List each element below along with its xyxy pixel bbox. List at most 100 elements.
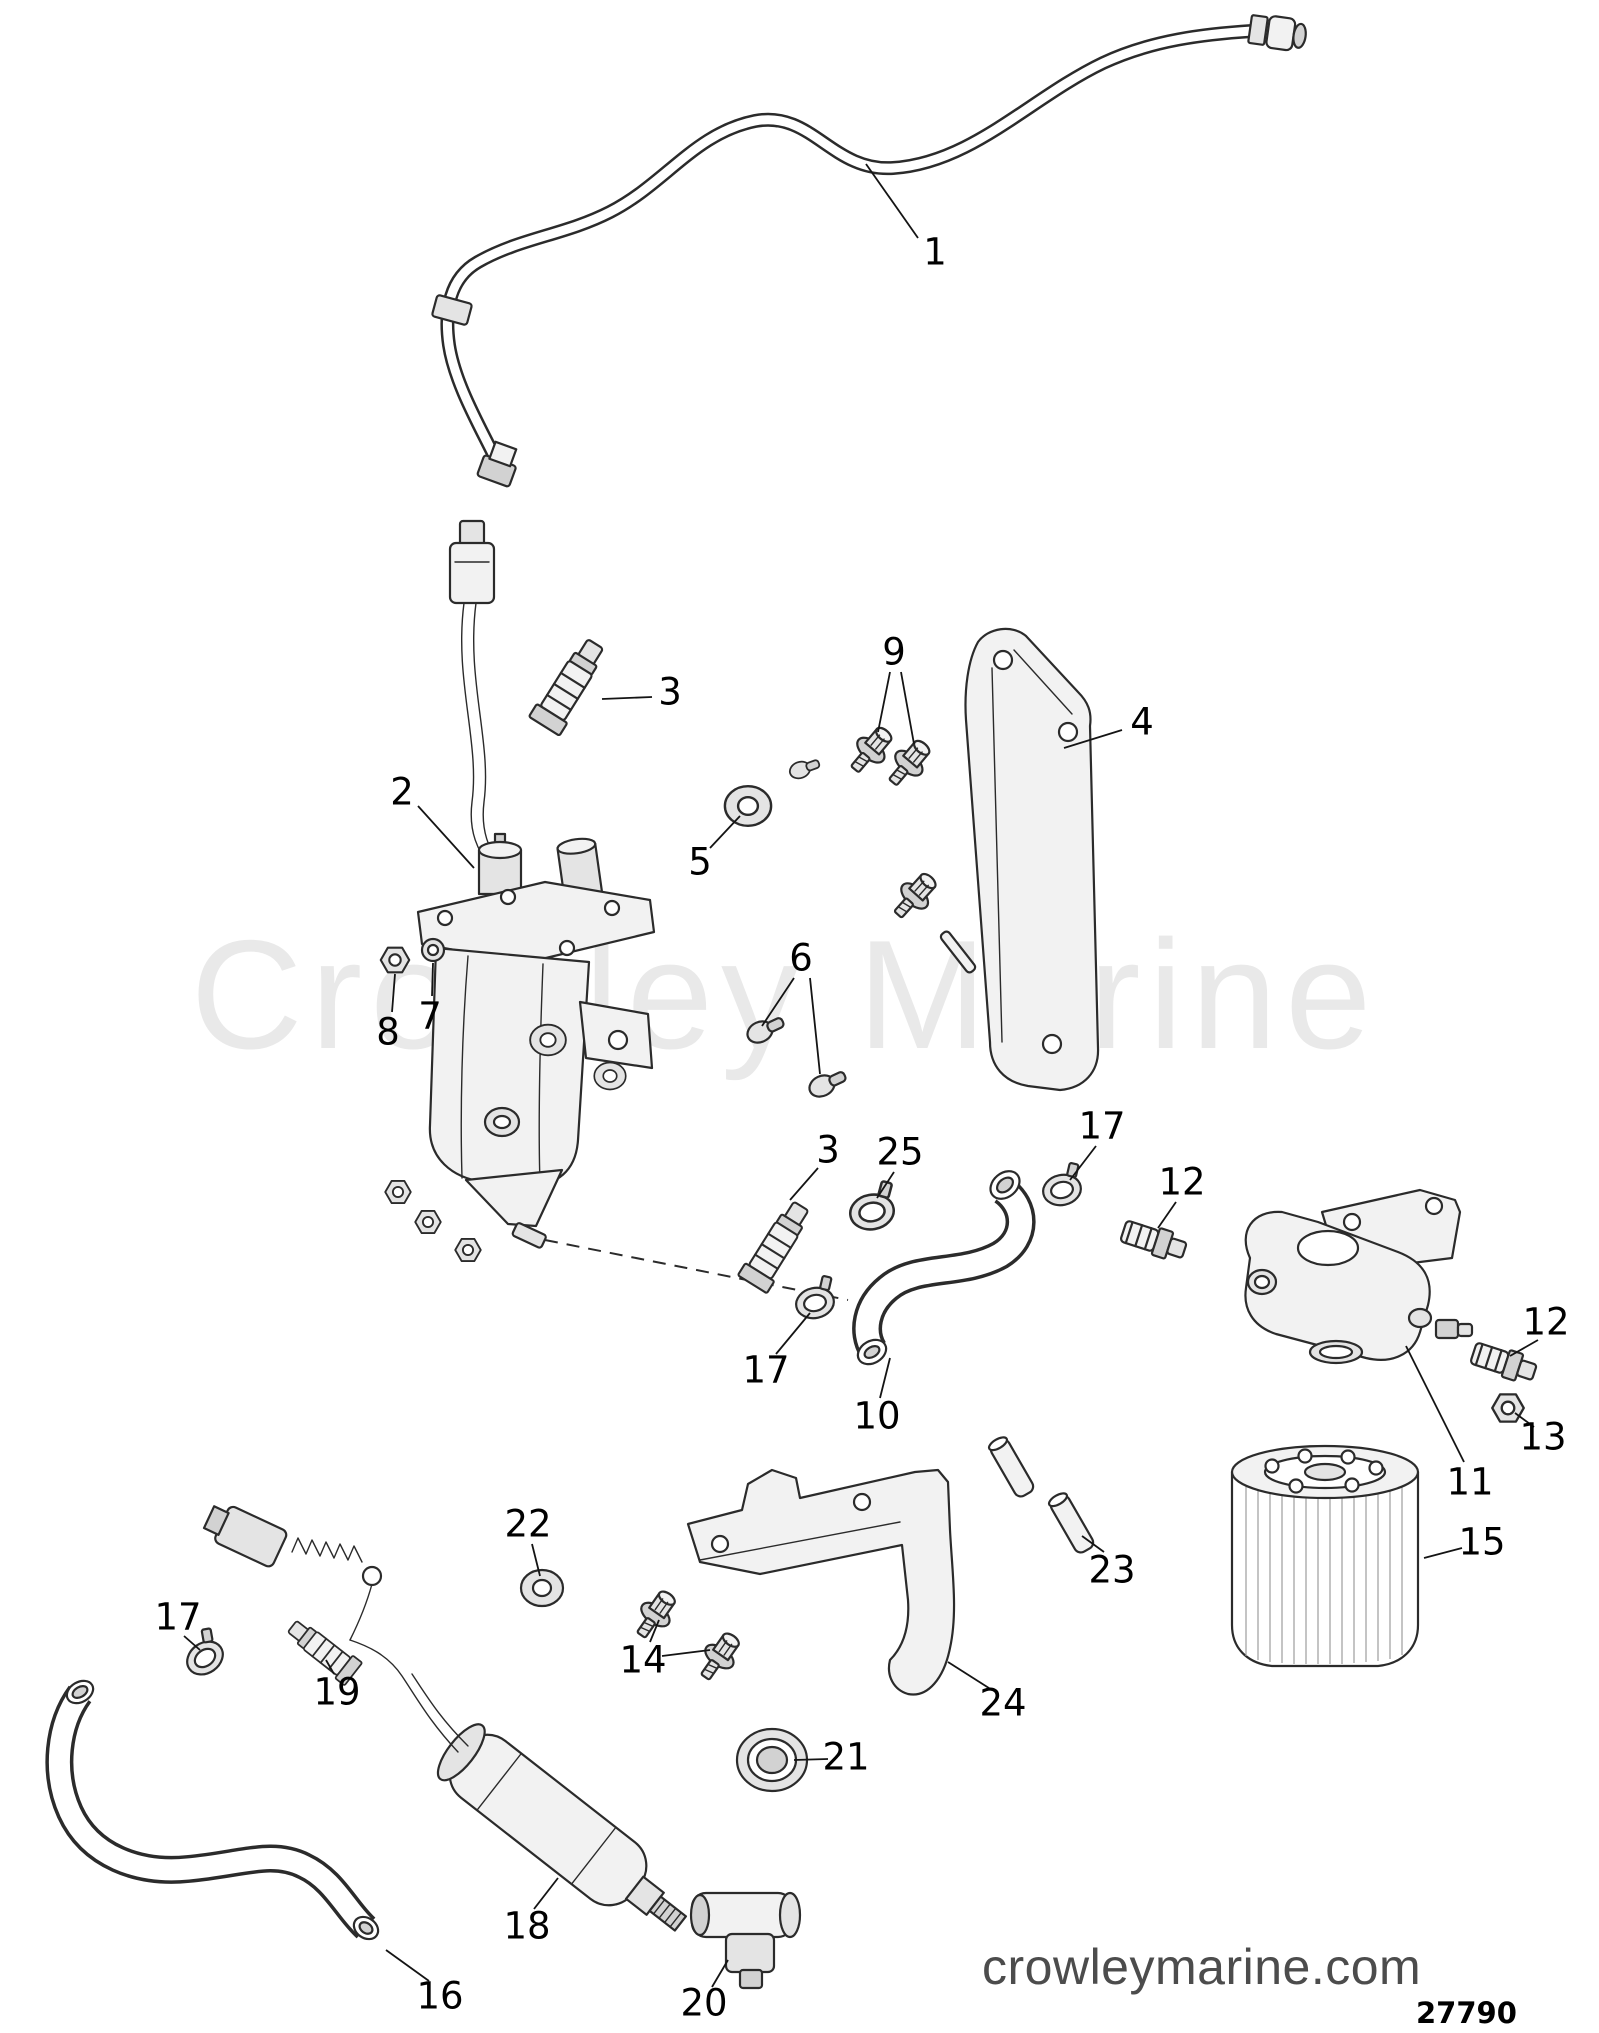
part-nut-small [384,1180,412,1204]
callout-leader-6 [761,977,795,1027]
part-mount-bracket [686,1468,956,1696]
part-fuel-pump [416,519,656,1249]
part-hose-clamp [790,1272,841,1323]
part-flange-bolt [626,1583,684,1646]
electrical-connector [448,541,496,605]
callout-leader-13 [1514,1412,1535,1428]
part-elbow-fitting [689,1891,802,1990]
part-nut-small [454,1238,482,1262]
callout-16: 16 [416,1975,463,2018]
connector-latch [458,519,486,547]
callout-leader-24 [947,1661,993,1691]
callout-leader-15 [1423,1547,1463,1559]
ring-terminal [361,1565,383,1587]
callout-leader-23 [1081,1535,1105,1553]
flare-nut [476,440,518,488]
watermark-text: Crowley Marine [191,908,1380,1081]
callout-leader-20 [711,1959,729,1988]
callout-11: 11 [1446,1461,1493,1504]
part-fuel-line [431,14,1307,488]
part-hose-clamp [844,1178,901,1235]
part-flange-bolt [841,719,901,781]
harness-connector [202,1505,288,1568]
callout-leader-6 [809,977,821,1075]
callout-leader-3 [789,1167,819,1201]
part-grommet [723,784,773,828]
callout-6: 6 [789,937,813,980]
callout-14: 14 [619,1639,666,1682]
callout-leader-21 [793,1758,829,1761]
callout-17: 17 [1078,1105,1125,1148]
callout-leader-12 [1509,1339,1539,1357]
callout-leader-7 [431,962,434,997]
part-barb-connector [1118,1216,1190,1265]
callout-leader-18 [533,1877,559,1910]
part-grommet-small [593,1061,627,1091]
callout-12: 12 [1158,1161,1205,1204]
callout-15: 15 [1458,1521,1505,1564]
pump-outlet-nipple [511,1222,547,1249]
callout-leader-4 [1063,729,1123,749]
callout-leader-16 [385,1949,430,1982]
part-sleeve [1045,1489,1097,1557]
callout-17: 17 [154,1596,201,1639]
part-washer [420,937,446,963]
callout-leader-19 [325,1659,335,1675]
callout-12: 12 [1522,1301,1569,1344]
callout-leader-25 [876,1171,895,1199]
callout-leader-22 [531,1543,541,1577]
callout-21: 21 [822,1736,869,1779]
part-plug-small [786,754,823,782]
callout-25: 25 [876,1131,923,1174]
callout-leader-9 [900,671,915,745]
callout-leader-2 [417,805,475,869]
line-end-connector [1247,14,1307,52]
part-nut [379,946,411,974]
website-text: crowleymarine.com [982,1939,1422,1995]
callout-leader-17 [1069,1145,1097,1181]
callout-leader-8 [391,973,396,1013]
callout-leader-10 [879,1357,891,1399]
part-grommet [519,1568,565,1608]
callout-leader-5 [709,815,741,849]
callout-3: 3 [816,1129,840,1172]
callout-23: 23 [1088,1549,1135,1592]
callout-leader-17 [775,1312,811,1355]
part-sleeve [985,1433,1037,1501]
diagram-number: 27790 [1416,1996,1517,2030]
callout-leader-1 [865,163,919,239]
part-hose [45,1679,380,1941]
pump-body [428,946,591,1187]
callout-17: 17 [742,1349,789,1392]
part-bracket-plate [964,627,1100,1092]
part-fitting-barb [736,1195,817,1295]
callout-leader-9 [877,671,891,733]
callout-10: 10 [853,1395,900,1438]
part-nut-small [414,1210,442,1234]
callout-2: 2 [390,771,414,814]
part-grommet-small [529,1023,567,1057]
part-filter-head [1244,1188,1474,1365]
callout-leader-17 [183,1635,201,1651]
callout-leader-11 [1405,1345,1465,1463]
spring [291,1537,363,1563]
callout-3: 3 [658,671,682,714]
callout-leader-14 [649,1619,660,1643]
callout-22: 22 [504,1503,551,1546]
callout-20: 20 [680,1982,727,2025]
callout-5: 5 [688,841,712,884]
alignment-dash-line [544,1239,849,1301]
part-flange-bolt [690,1625,748,1688]
callout-13: 13 [1519,1416,1566,1459]
callout-leader-12 [1157,1201,1177,1229]
line-union [431,294,473,326]
part-inline-filter [202,1505,688,1932]
callout-leader-14 [661,1649,711,1657]
pump-base-cone [464,1168,564,1228]
part-fitting-barb [527,633,612,737]
callout-9: 9 [882,631,906,674]
pump-solenoid [477,832,523,896]
